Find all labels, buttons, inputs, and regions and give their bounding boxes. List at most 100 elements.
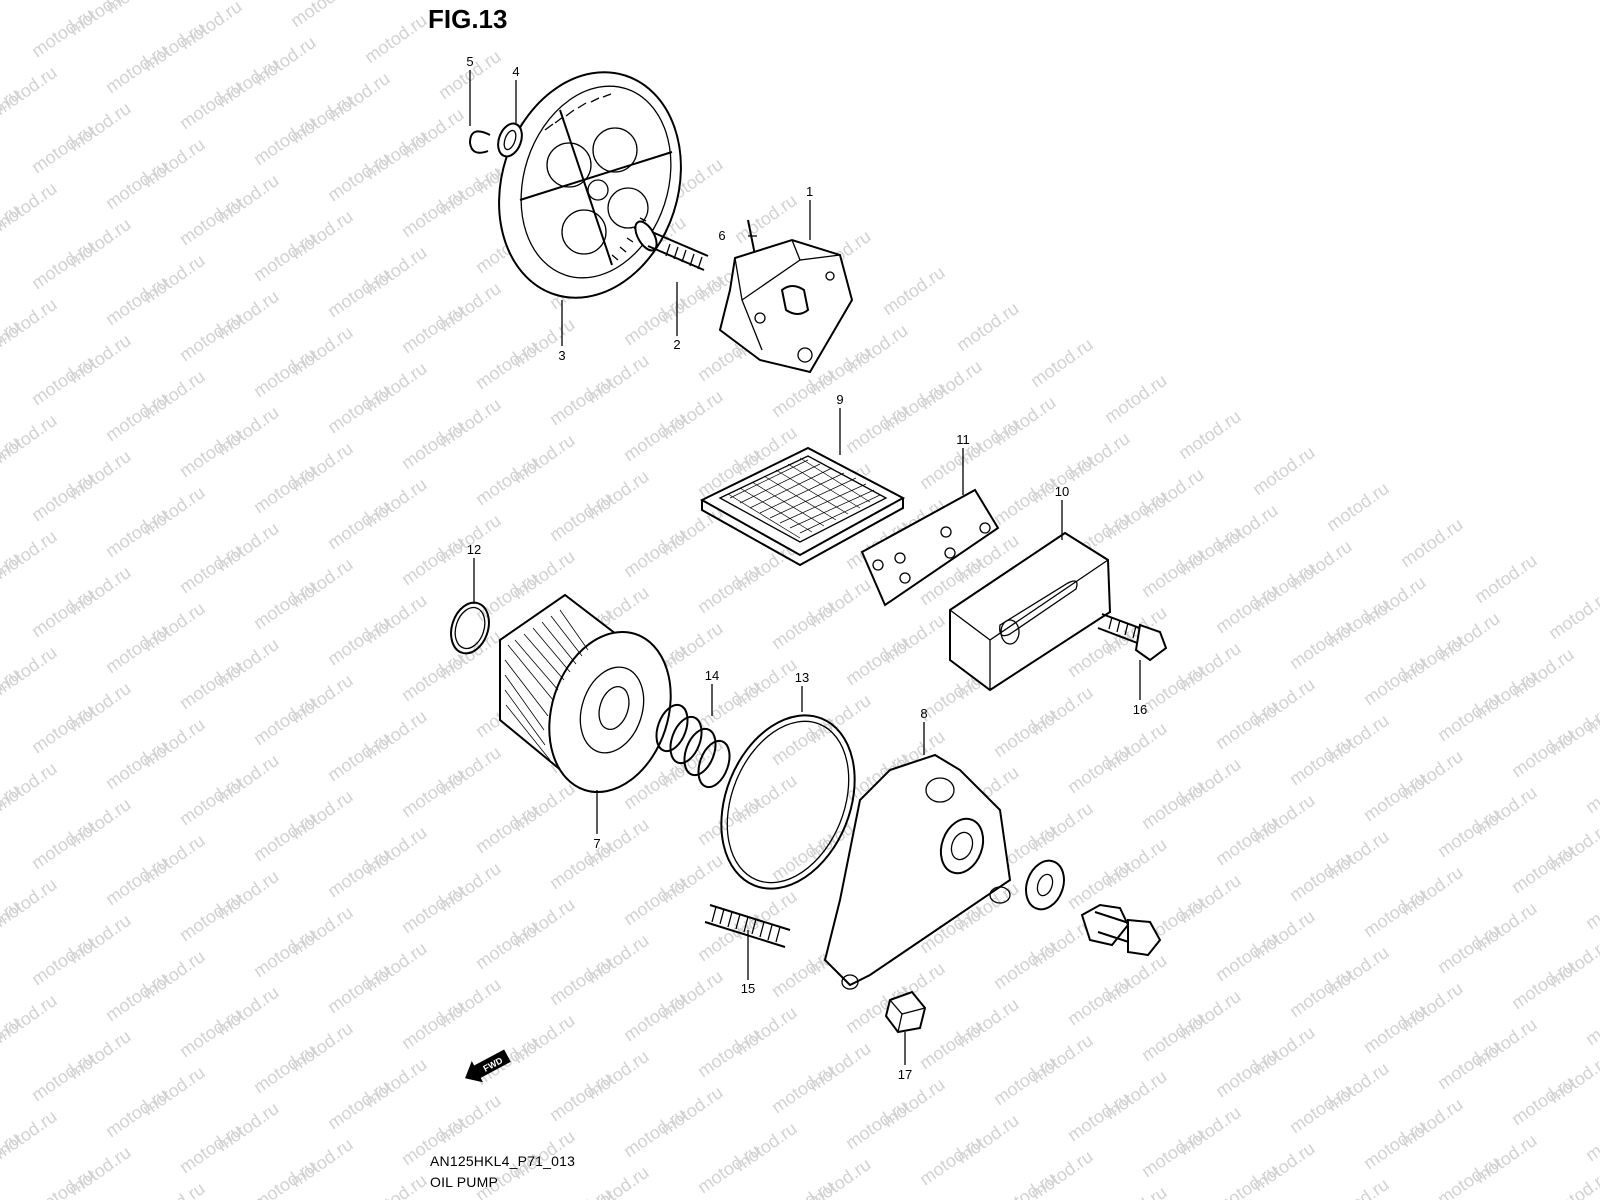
watermark-text: motod.ru (1582, 1108, 1600, 1165)
watermark-text: motod.ru (28, 816, 98, 873)
watermark-text: motod.ru (472, 336, 542, 393)
watermark-text: motod.ru (1212, 1044, 1282, 1101)
watermark-text: motod.ru (916, 436, 986, 493)
watermark-text: motod.ru (1360, 1000, 1430, 1057)
watermark-text: motod.ru (953, 298, 1023, 355)
drawing-code: AN125HKL4_P71_013 (430, 1153, 576, 1169)
watermark-text: motod.ru (1212, 696, 1282, 753)
watermark-text: motod.ru (1212, 1160, 1282, 1200)
watermark-text: motod.ru (620, 408, 690, 465)
watermark-text: motod.ru (324, 496, 394, 553)
callout-labels: 1 2 3 4 5 6 7 8 9 10 11 12 13 14 15 16 1… (466, 54, 1147, 1082)
watermark-text: motod.ru (176, 772, 246, 829)
watermark-text: motod.ru (361, 10, 431, 67)
watermark-text: motod.ru (1175, 406, 1245, 463)
watermark-text: motod.ru (1138, 776, 1208, 833)
watermark-text: motod.ru (102, 1084, 172, 1141)
watermark-text: motod.ru (398, 648, 468, 705)
watermark-text: motod.ru (842, 400, 912, 457)
watermark-text: motod.ru (1582, 992, 1600, 1049)
watermark-text: motod.ru (0, 0, 60, 3)
callout-7: 7 (593, 836, 600, 851)
watermark-text: motod.ru (102, 736, 172, 793)
watermark-text: motod.ru (176, 192, 246, 249)
callout-9: 9 (836, 392, 843, 407)
watermark-text: motod.ru (324, 612, 394, 669)
watermark-text: motod.ru (879, 262, 949, 319)
watermark-text: motod.ru (1064, 1088, 1134, 1145)
watermark-text: motod.ru (1138, 660, 1208, 717)
watermark-text: motod.ru (694, 560, 764, 617)
watermark-text: motod.ru (916, 1016, 986, 1073)
watermark-text: motod.ru (250, 1040, 320, 1097)
watermark-text: motod.ru (250, 1156, 320, 1200)
watermark-text: motod.ru (1582, 760, 1600, 817)
watermark-text: motod.ru (731, 190, 801, 247)
watermark-text: motod.ru (176, 888, 246, 945)
watermark-text: motod.ru (472, 916, 542, 973)
watermark-text: motod.ru (1138, 1008, 1208, 1065)
watermark-text: motod.ru (990, 1052, 1060, 1109)
watermark-text: motod.ru (324, 960, 394, 1017)
watermark-text: motod.ru (1545, 586, 1600, 643)
watermark-text: motod.ru (398, 532, 468, 589)
watermark-text: motod.ru (620, 524, 690, 581)
watermark-text: motod.ru (768, 1060, 838, 1117)
watermark-text: motod.ru (546, 1068, 616, 1125)
callout-11: 11 (956, 432, 970, 447)
leader-lines (469, 70, 1141, 1065)
watermark-text: motod.ru (398, 300, 468, 357)
watermark-text: motod.ru (250, 460, 320, 517)
part-3-driven-gear (498, 71, 682, 299)
watermark-text: motod.ru (1027, 334, 1097, 391)
watermark-text: motod.ru (694, 1140, 764, 1197)
part-2-shaft (634, 220, 709, 271)
watermark-text: motod.ru (620, 988, 690, 1045)
watermark-text: motod.ru (990, 936, 1060, 993)
watermark-text: motod.ru (916, 1132, 986, 1189)
watermark-text: motod.ru (768, 596, 838, 653)
watermark-text: motod.ru (1508, 1072, 1578, 1129)
watermark-text: motod.ru (176, 1120, 246, 1177)
watermark-text: motod.ru (102, 968, 172, 1025)
watermark-text: motod.ru (1286, 732, 1356, 789)
watermark-text: motod.ru (1434, 804, 1504, 861)
part-17-nut (884, 990, 927, 1034)
watermark-text: motod.ru (1286, 1080, 1356, 1137)
watermark-text: motod.ru (472, 452, 542, 509)
watermark-text: motod.ru (398, 880, 468, 937)
watermark-text: motod.ru (1212, 812, 1282, 869)
watermark-text: motod.ru (28, 1164, 98, 1200)
watermark-text: motod.ru (176, 656, 246, 713)
watermark-text: motod.ru (768, 364, 838, 421)
watermark-text: motod.ru (1286, 848, 1356, 905)
watermark-text: motod.ru (1286, 964, 1356, 1021)
callout-15: 15 (741, 981, 755, 996)
watermark-text: motod.ru (28, 4, 98, 61)
watermark-text: motod.ru (324, 844, 394, 901)
callout-12: 12 (467, 542, 481, 557)
part-9-oil-strainer (699, 446, 906, 567)
watermark-text: motod.ru (472, 800, 542, 857)
watermark-text: motod.ru (1360, 1116, 1430, 1173)
watermark-text: motod.ru (1397, 514, 1467, 571)
watermark-text: motod.ru (102, 852, 172, 909)
part-7-oil-filter (499, 593, 672, 794)
watermark-text: motod.ru (0, 0, 23, 25)
watermark-text: motod.ru (28, 932, 98, 989)
watermark-text: motod.ru (102, 40, 172, 97)
callout-17: 17 (898, 1067, 912, 1082)
watermark-text: motod.ru (546, 488, 616, 545)
watermark-text: motod.ru (1360, 768, 1430, 825)
part-11-gasket (860, 488, 1000, 607)
watermark-text: motod.ru (287, 0, 357, 31)
callout-5: 5 (466, 54, 473, 69)
watermark-text: motod.ru (176, 1004, 246, 1061)
callout-13: 13 (795, 670, 809, 685)
watermark-text: motod.ru (250, 228, 320, 285)
watermark-text: motod.ru (28, 584, 98, 641)
part-12-o-ring (450, 601, 490, 655)
part-16-bolt (1097, 613, 1168, 662)
